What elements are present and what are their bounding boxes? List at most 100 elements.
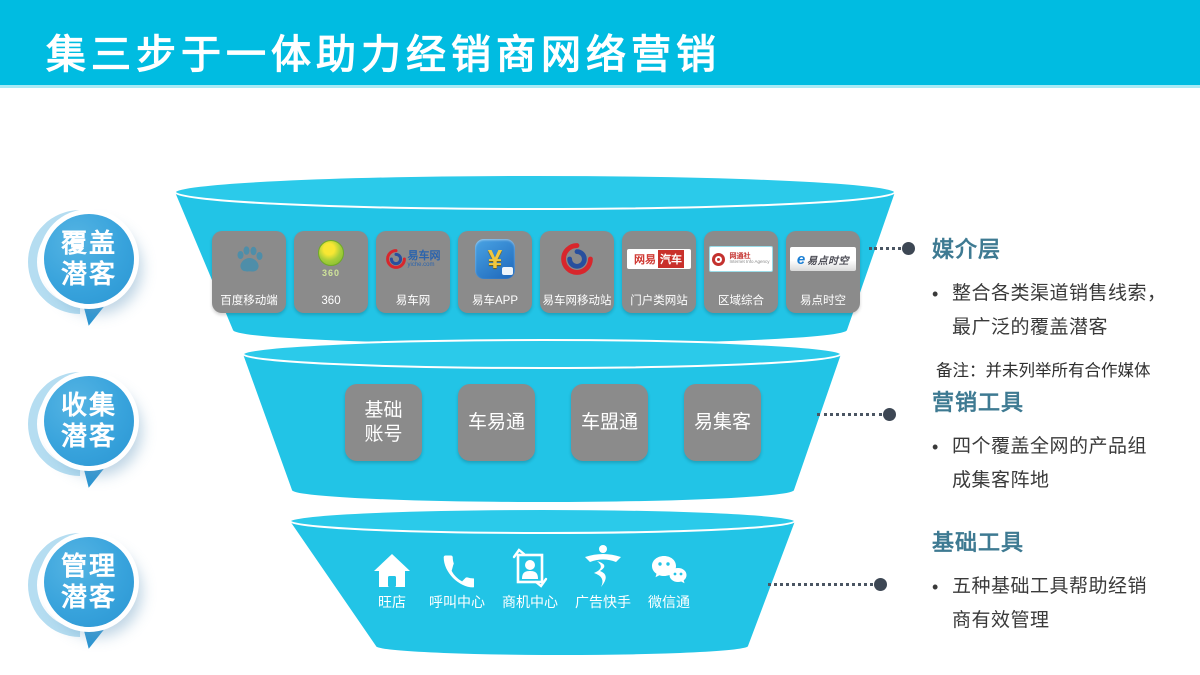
yiche-logo-text: 易车网 [407, 249, 441, 262]
basic-item-label: 商机中心 [502, 594, 558, 610]
360-globe-icon [318, 240, 344, 266]
announcer-icon [585, 545, 621, 587]
connector-dot-basic [874, 578, 887, 591]
badge-tail [77, 624, 105, 652]
annotation-bullet-line: 商有效管理 [952, 610, 1050, 631]
yiche-swirl-icon [385, 249, 406, 269]
media-item-yiche-app: ¥ 易车APP [458, 231, 532, 313]
yiche-app-symbol: ¥ [487, 243, 503, 274]
media-item-yiche: 易车网 yiche.com 易车网 [376, 231, 450, 313]
media-item-yidian: e 易点时空 易点时空 [786, 231, 860, 313]
media-item-360: 360 360 [294, 231, 368, 313]
connector-line-tools [817, 413, 882, 416]
wangtongshe-logo: 网通社 Internet Info Agency [709, 246, 773, 272]
basic-tier-row: 旺店 呼叫中心 商机中心 [372, 545, 690, 610]
media-item-label: 360 [321, 294, 341, 307]
wangtongshe-logo-text: 网通社 [729, 253, 751, 261]
basic-item-label: 旺店 [378, 594, 406, 610]
wechat-icon [652, 556, 687, 584]
yidian-logo-text: 易点时空 [807, 255, 850, 267]
basic-item-call-center: 呼叫中心 [429, 548, 485, 609]
tool-label-line: 车易通 [467, 411, 525, 433]
tool-box-cheyitong: 车易通 [458, 384, 535, 461]
media-item-baidu: 百度移动端 [212, 231, 286, 313]
media-item-portal: 网易 汽车 门户类网站 [622, 231, 696, 313]
tool-label-line: 车盟通 [580, 411, 638, 433]
annotation-bullet-line: 五种基础工具帮助经销 [952, 576, 1148, 597]
connector-line-basic [768, 583, 873, 586]
annotation-bullet-line: 最广泛的覆盖潜客 [952, 317, 1109, 338]
baidu-paw-icon [237, 245, 263, 271]
annotation-bullet-line: 四个覆盖全网的产品组 [952, 436, 1148, 457]
annotation-bullet-line: 整合各类渠道销售线索， [952, 283, 1167, 304]
bullet-icon [932, 570, 952, 638]
badge-label-line: 管理 [60, 551, 117, 582]
media-item-yiche-mobile: 易车网移动站 [540, 231, 614, 313]
badge-manage-prospects: 管理 潜客 [6, 511, 154, 659]
badge-tail [77, 301, 105, 329]
badge-collect-prospects: 收集 潜客 [6, 350, 154, 498]
bullet-icon [932, 277, 952, 345]
badge-tail [77, 463, 105, 491]
basic-item-lead-center: 商机中心 [502, 548, 558, 609]
tools-tier-row: 基础 账号 车易通 车盟通 易集客 [345, 384, 761, 461]
tool-box-chemengtong: 车盟通 [571, 384, 648, 461]
annotation-note: 备注：并未列举所有合作媒体 [936, 362, 1151, 380]
media-item-label: 门户类网站 [630, 294, 688, 307]
media-item-label: 百度移动端 [220, 294, 278, 307]
wangtongshe-logo-sub: Internet Info Agency [729, 259, 770, 265]
page-title: 集三步于一体助力经销商网络营销 [46, 33, 721, 77]
media-item-label: 易车APP [471, 294, 518, 307]
tool-label-line: 账号 [364, 423, 403, 445]
wangtongshe-ring-icon [712, 252, 726, 266]
connector-dot-media [902, 242, 915, 255]
basic-item-label: 广告快手 [575, 594, 631, 610]
annotation-heading: 基础工具 [932, 530, 1025, 555]
tool-box-base-account: 基础 账号 [345, 384, 422, 461]
person-frame-icon [512, 548, 548, 588]
basic-item-wangdian: 旺店 [372, 548, 412, 609]
media-tier-row: 百度移动端 360 360 易车网 yiche.com [212, 231, 860, 313]
media-item-label: 易车网 [395, 294, 431, 307]
badge-bubble: 收集 潜客 [44, 376, 134, 466]
connector-dot-tools [883, 408, 896, 421]
yiche-app-chip [502, 267, 513, 275]
badge-label-line: 覆盖 [60, 228, 117, 259]
annotation-media-layer: 媒介层 整合各类渠道销售线索， 最广泛的覆盖潜客 备注：并未列举所有合作媒体 [932, 232, 1177, 381]
house-icon [374, 554, 410, 587]
tool-label-line: 基础 [364, 399, 403, 421]
badge-cover-prospects: 覆盖 潜客 [6, 188, 154, 336]
annotation-heading: 营销工具 [932, 390, 1025, 415]
badge-bubble: 管理 潜客 [44, 537, 134, 627]
badge-label-line: 潜客 [60, 421, 117, 451]
badge-bubble: 覆盖 潜客 [44, 214, 134, 304]
yidian-shikong-logo: e 易点时空 [790, 247, 856, 271]
basic-item-weixintong: 微信通 [648, 548, 690, 609]
tool-label-line: 易集客 [693, 411, 751, 433]
funnel-tier3-shape [289, 508, 796, 655]
yiche-logo-sub: yiche.com [407, 261, 435, 268]
yiche-swirl-icon [561, 243, 593, 275]
tool-box-yijike: 易集客 [684, 384, 761, 461]
media-item-regional: 网通社 Internet Info Agency 区域综合 [704, 231, 778, 313]
basic-item-ad-kuaishou: 广告快手 [575, 545, 631, 610]
yiche-app-icon: ¥ [475, 239, 515, 279]
badge-label-line: 潜客 [60, 259, 117, 289]
netease-logo-text: 网易 [634, 254, 656, 266]
header-bar: 集三步于一体助力经销商网络营销 [0, 0, 1200, 88]
media-item-label: 易车网移动站 [542, 294, 612, 307]
basic-item-label: 呼叫中心 [429, 594, 485, 610]
annotation-basic-tools: 基础工具 五种基础工具帮助经销 商有效管理 [932, 525, 1177, 638]
annotation-bullet-line: 成集客阵地 [952, 470, 1050, 491]
basic-item-label: 微信通 [648, 594, 690, 610]
annotation-heading: 媒介层 [932, 237, 1002, 262]
netease-logo-block: 汽车 [658, 250, 684, 268]
media-item-label: 区域综合 [718, 294, 764, 307]
connector-line-media [869, 247, 901, 250]
360-logo-text: 360 [321, 268, 341, 278]
badge-label-line: 收集 [60, 390, 117, 421]
badge-label-line: 潜客 [60, 582, 117, 612]
phone-icon [443, 555, 474, 588]
media-item-label: 易点时空 [800, 294, 846, 307]
bullet-icon [932, 430, 952, 498]
